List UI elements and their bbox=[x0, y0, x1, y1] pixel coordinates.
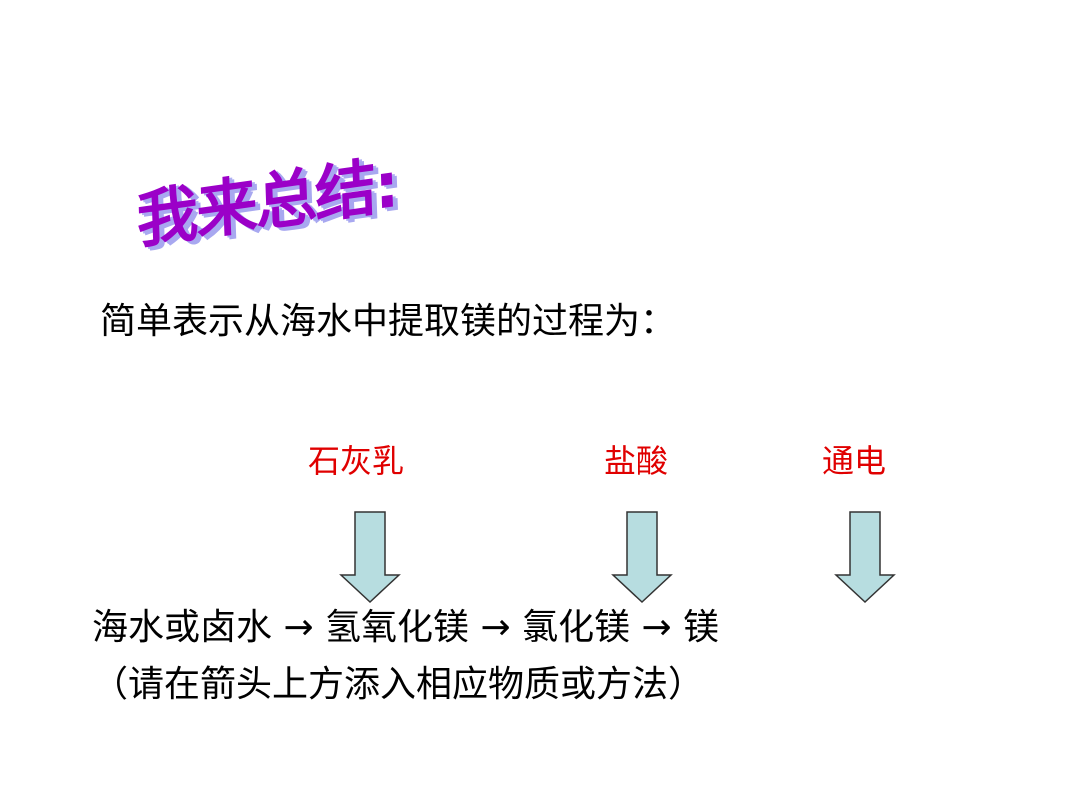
reagent-label-electrolysis: 通电 bbox=[822, 442, 887, 480]
instruction-note: （请在箭头上方添入相应物质或方法） bbox=[92, 664, 705, 705]
down-arrow-icon bbox=[611, 511, 673, 604]
process-flow-text: 海水或卤水 → 氢氧化镁 → 氯化镁 → 镁 bbox=[92, 607, 720, 648]
reagent-label-lime-milk: 石灰乳 bbox=[308, 442, 405, 480]
intro-text: 简单表示从海水中提取镁的过程为： bbox=[100, 301, 677, 342]
down-arrow-icon bbox=[339, 511, 401, 604]
down-arrow-icon bbox=[834, 511, 896, 604]
slide-title-wordart: 我来总结: bbox=[135, 147, 399, 258]
reagent-label-hydrochloric-acid: 盐酸 bbox=[604, 442, 669, 480]
